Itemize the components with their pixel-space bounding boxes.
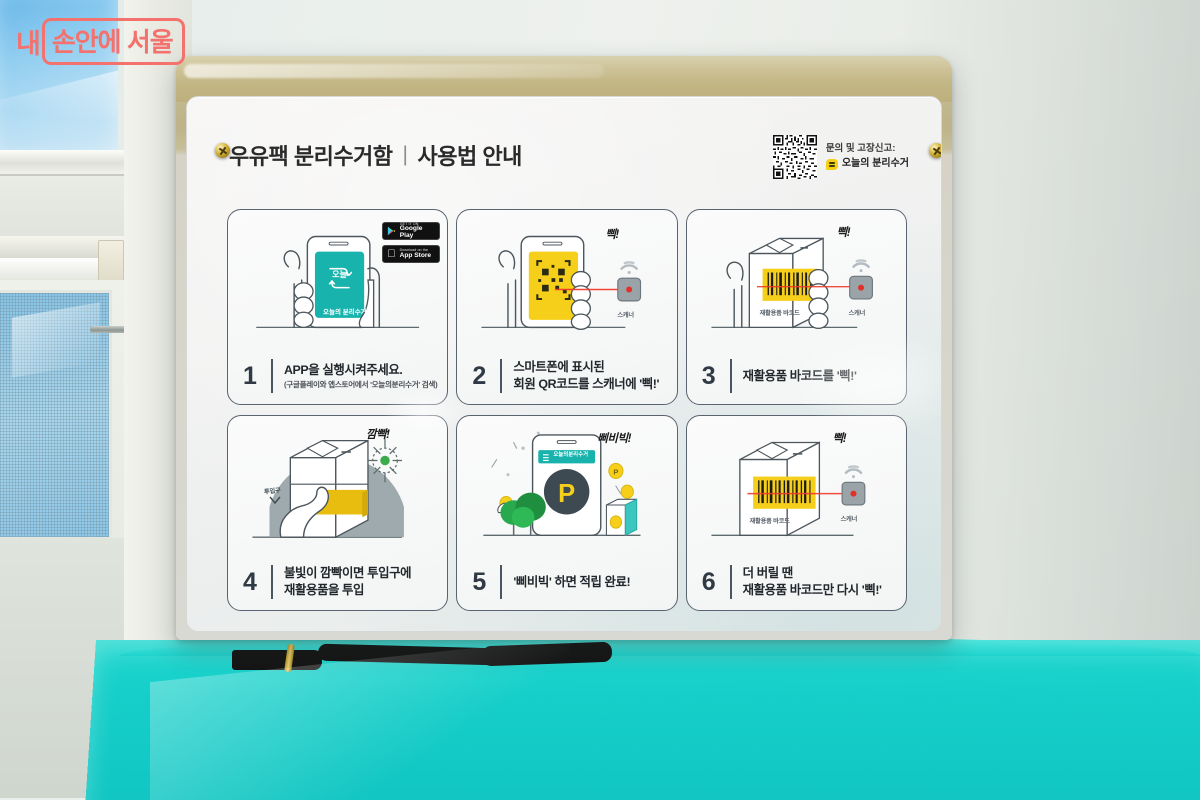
window-upper-glass: [0, 0, 118, 158]
window-sill-upper: [0, 150, 126, 176]
step-3-text-wrap: 재활용품 바코드를 '삑!': [743, 368, 857, 385]
step-2-text-line-1: 스마트폰에 표시된: [513, 360, 605, 375]
svg-text:오늘: 오늘: [332, 269, 347, 279]
step-card-6: 삑! 스캐너 재활용품 바코드 6 더 버릴 땐 재활용품 바코드만 다시 '삑…: [685, 415, 907, 611]
step-6-illustration: 삑! 스캐너 재활용품 바코드: [687, 416, 906, 558]
step-4-illustration: 깜빡! 투입구: [228, 416, 447, 558]
step-4-text-wrap: 불빛이 깜빡이면 투입구에 재활용품을 투입: [284, 565, 411, 598]
points-earned-illustration: P P: [483, 431, 641, 537]
step-5-illustration: P P: [457, 416, 676, 558]
sign-title-separator: |: [402, 143, 408, 166]
google-play-badge-main: Google Play: [399, 225, 423, 239]
step-1-subtext: (구글플레이와 앱스토어에서 '오늘의분리수거' 검색): [284, 380, 438, 390]
steps-grid: 오늘: [227, 209, 907, 611]
step-2-sound-effect: 삑!: [605, 229, 619, 241]
panel-top-metal-strip: [176, 56, 952, 102]
step-4-text-line-1: 불빛이 깜빡이면 투입구에: [284, 566, 412, 581]
step-3-sound-effect: 삑!: [836, 227, 851, 239]
step-3-barcode-label: 재활용품 바코드: [759, 310, 800, 317]
sign-header: 우유팩 분리수거함 | 사용법 안내: [229, 135, 909, 195]
step-1-text: APP을 실행시켜주세요.: [284, 362, 403, 377]
step-4-number: 4: [243, 567, 257, 596]
step-6-number: 6: [701, 567, 716, 596]
app-store-badge-top: Download on the: [391, 247, 428, 252]
app-store-badge[interactable]:  Download on the App Store: [382, 245, 441, 263]
step-5-app-bar-text: 오늘의분리수거: [553, 452, 589, 458]
step-3-number: 3: [701, 361, 716, 390]
step-1-caption: 1 APP을 실행시켜주세요. (구글플레이와 앱스토어에서 '오늘의분리수거'…: [228, 352, 447, 404]
step-3-text-line-1: 재활용품 바코드를 '삑!': [742, 368, 857, 383]
app-store-badge-main: App Store: [391, 251, 432, 259]
step-card-2: 삑! 스캐너 2 스마트폰에 표시된 회원 QR코드를 스캐너에 '삑!': [456, 209, 678, 405]
step-6-barcode-label: 재활용품 바코드: [749, 518, 790, 525]
barcode-scan-illustration: [711, 237, 873, 329]
google-play-badge-top: GET IT ON: [399, 221, 419, 226]
step-3-scanner-label: 스캐너: [848, 310, 866, 317]
contact-label: 문의 및 고장신고:: [825, 143, 896, 155]
qr-code-icon[interactable]: [772, 135, 817, 179]
step-4-sound-effect: 깜빡!: [366, 429, 390, 441]
power-cables: [232, 641, 613, 678]
window-assembly: [0, 0, 164, 798]
step-6-text-line-2: 재활용품 바코드만 다시 '삑!': [742, 583, 882, 597]
step-4-slot-label: 투입구: [263, 487, 281, 496]
step-2-text-wrap: 스마트폰에 표시된 회원 QR코드를 스캐너에 '삑!': [513, 359, 659, 392]
watermark-text-1: 내: [16, 29, 41, 59]
step-3-illustration: 삑! 스캐너 재활용품 바코드: [687, 210, 906, 352]
step-6-text-wrap: 더 버릴 땐 재활용품 바코드만 다시 '삑!': [743, 565, 882, 598]
step-2-caption: 2 스마트폰에 표시된 회원 QR코드를 스캐너에 '삑!': [457, 352, 676, 404]
sign-title-main: 우유팩 분리수거함: [229, 144, 393, 169]
step-1-number: 1: [243, 361, 257, 390]
sign-face: 우유팩 분리수거함 | 사용법 안내: [186, 96, 942, 632]
step-2-text-line-2: 회원 QR코드를 스캐너에 '삑!': [513, 377, 660, 391]
step-6-text-line-1: 더 버릴 땐: [742, 566, 793, 581]
step-card-5: P P: [456, 415, 678, 611]
screw-top-left: [215, 143, 230, 158]
step-6-sound-effect: 삑!: [832, 433, 847, 445]
rescan-barcode-illustration: [711, 441, 866, 537]
step-5-number: 5: [472, 567, 487, 596]
step-5-text-wrap: '삐비빅' 하면 적립 완료!: [513, 574, 630, 591]
screw-top-right: [929, 143, 941, 158]
seoul-watermark: 내 손안에 서울: [16, 18, 185, 65]
app-brand-icon: [825, 158, 838, 170]
sign-title-sub: 사용법 안내: [417, 144, 523, 169]
qr-scan-illustration: [481, 235, 642, 330]
store-badges[interactable]: GET IT ON Google Play  Download on the …: [382, 221, 441, 263]
svg-text:P: P: [558, 480, 575, 508]
step-2-illustration: 삑! 스캐너: [457, 210, 676, 352]
step-card-4: 깜빡! 투입구 4 불빛이 깜빡이면 투입구에 재활용품을 투입: [227, 415, 449, 611]
step-5-caption: 5 '삐비빅' 하면 적립 완료!: [457, 558, 676, 610]
chevron-down-icon: [269, 496, 281, 505]
step-4-text-line-2: 재활용품을 투입: [284, 583, 365, 597]
insert-into-slot-illustration: [252, 438, 404, 539]
contact-brand: 오늘의 분리수거: [841, 158, 909, 170]
instruction-sign-panel: 우유팩 분리수거함 | 사용법 안내: [176, 56, 952, 640]
window-mid-wall: [0, 176, 126, 242]
step-5-sound-effect: 삐비빅!: [597, 433, 631, 445]
watermark-text-2: 손안에 서울: [41, 18, 185, 65]
step-6-scanner-label: 스캐너: [840, 516, 858, 523]
apple-icon: : [387, 248, 395, 260]
google-play-icon: [388, 226, 396, 236]
app-card-label: 오늘의 분리수거: [323, 309, 367, 316]
step-4-caption: 4 불빛이 깜빡이면 투입구에 재활용품을 투입: [228, 558, 447, 610]
step-6-caption: 6 더 버릴 땐 재활용품 바코드만 다시 '삑!': [687, 558, 906, 610]
step-1-text-wrap: APP을 실행시켜주세요. (구글플레이와 앱스토어에서 '오늘의분리수거' 검…: [284, 362, 438, 391]
sign-title: 우유팩 분리수거함 | 사용법 안내: [229, 139, 909, 171]
svg-text:P: P: [614, 468, 619, 477]
step-2-number: 2: [472, 361, 487, 390]
step-5-text-line-1: '삐비빅' 하면 적립 완료!: [513, 574, 631, 589]
step-card-3: 삑! 스캐너 재활용품 바코드 3 재활용품 바코드를 '삑!': [685, 209, 907, 405]
contact-qr-block[interactable]: 문의 및 고장신고: 오늘의 분리수거: [772, 135, 909, 179]
step-1-illustration: 오늘: [228, 210, 447, 352]
app-launch-illustration: 오늘: [256, 235, 420, 329]
step-2-scanner-label: 스캐너: [617, 312, 634, 319]
step-card-1: 오늘: [227, 209, 449, 405]
step-3-caption: 3 재활용품 바코드를 '삑!': [687, 352, 906, 404]
google-play-badge[interactable]: GET IT ON Google Play: [382, 221, 441, 240]
